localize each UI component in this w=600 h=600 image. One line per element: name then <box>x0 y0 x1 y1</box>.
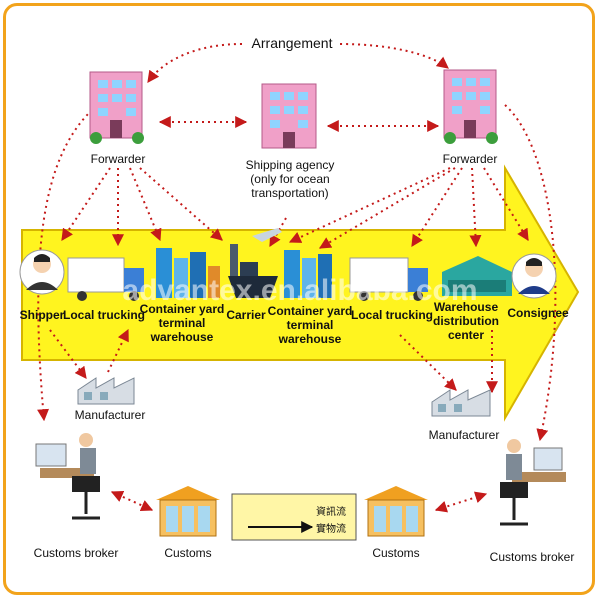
legend-box <box>231 493 357 541</box>
manufacturer-left-label: Manufacturer <box>74 408 146 422</box>
shipper-label: Shipper <box>19 308 65 322</box>
shipper-person-icon <box>19 249 65 295</box>
arrangement-arcs <box>37 43 557 516</box>
customs-left-label: Customs <box>164 546 212 560</box>
manufacturer-right-icon <box>431 389 491 417</box>
warehouse-center-label: Warehouse distribution center <box>433 300 499 342</box>
carrier-label: Carrier <box>226 308 266 322</box>
local-truck-left-icon <box>67 257 144 301</box>
local-trucking-left-label: Local trucking <box>62 308 146 322</box>
arrangement-label: Arrangement <box>251 35 333 51</box>
manufacturer-left-icon <box>77 377 135 405</box>
container-yard-right-label: Container yard terminal warehouse <box>267 304 353 346</box>
warehouse-center-icon <box>442 256 512 296</box>
forwarder-left-label: Forwarder <box>90 152 146 166</box>
forwarder-right-label: Forwarder <box>442 152 498 166</box>
container-yard-left-label: Container yard terminal warehouse <box>139 302 225 344</box>
manufacturer-right-label: Manufacturer <box>428 428 500 442</box>
local-truck-right-icon <box>349 257 428 301</box>
container-yard-right-icon <box>284 250 332 298</box>
shipping-agency-label: Shipping agency (only for ocean transpor… <box>245 158 335 200</box>
customs-broker-left-label: Customs broker <box>33 546 119 560</box>
legend-goods-flow-label: 實物流 <box>316 524 346 535</box>
shipping-agency-building-icon <box>261 83 317 149</box>
consignee-person-icon <box>511 253 557 299</box>
carrier-ship-icon <box>228 228 282 298</box>
container-yard-left-icon <box>156 248 220 298</box>
watermark-text: advantex.en.alibaba.com <box>122 274 477 307</box>
customs-broker-left-icon <box>35 433 100 520</box>
customs-left-building-icon <box>156 486 220 537</box>
customs-broker-right-icon <box>500 439 566 526</box>
customs-right-label: Customs <box>372 546 420 560</box>
forwarder-right-building-icon <box>443 69 498 144</box>
legend-info-flow-label: 資訊流 <box>316 507 346 518</box>
forwarder-left-building-icon <box>89 71 144 144</box>
local-trucking-right-label: Local trucking <box>350 308 434 322</box>
customs-broker-right-label: Customs broker <box>489 550 575 564</box>
consignee-label: Consignee <box>507 306 569 320</box>
customs-right-building-icon <box>364 486 428 537</box>
